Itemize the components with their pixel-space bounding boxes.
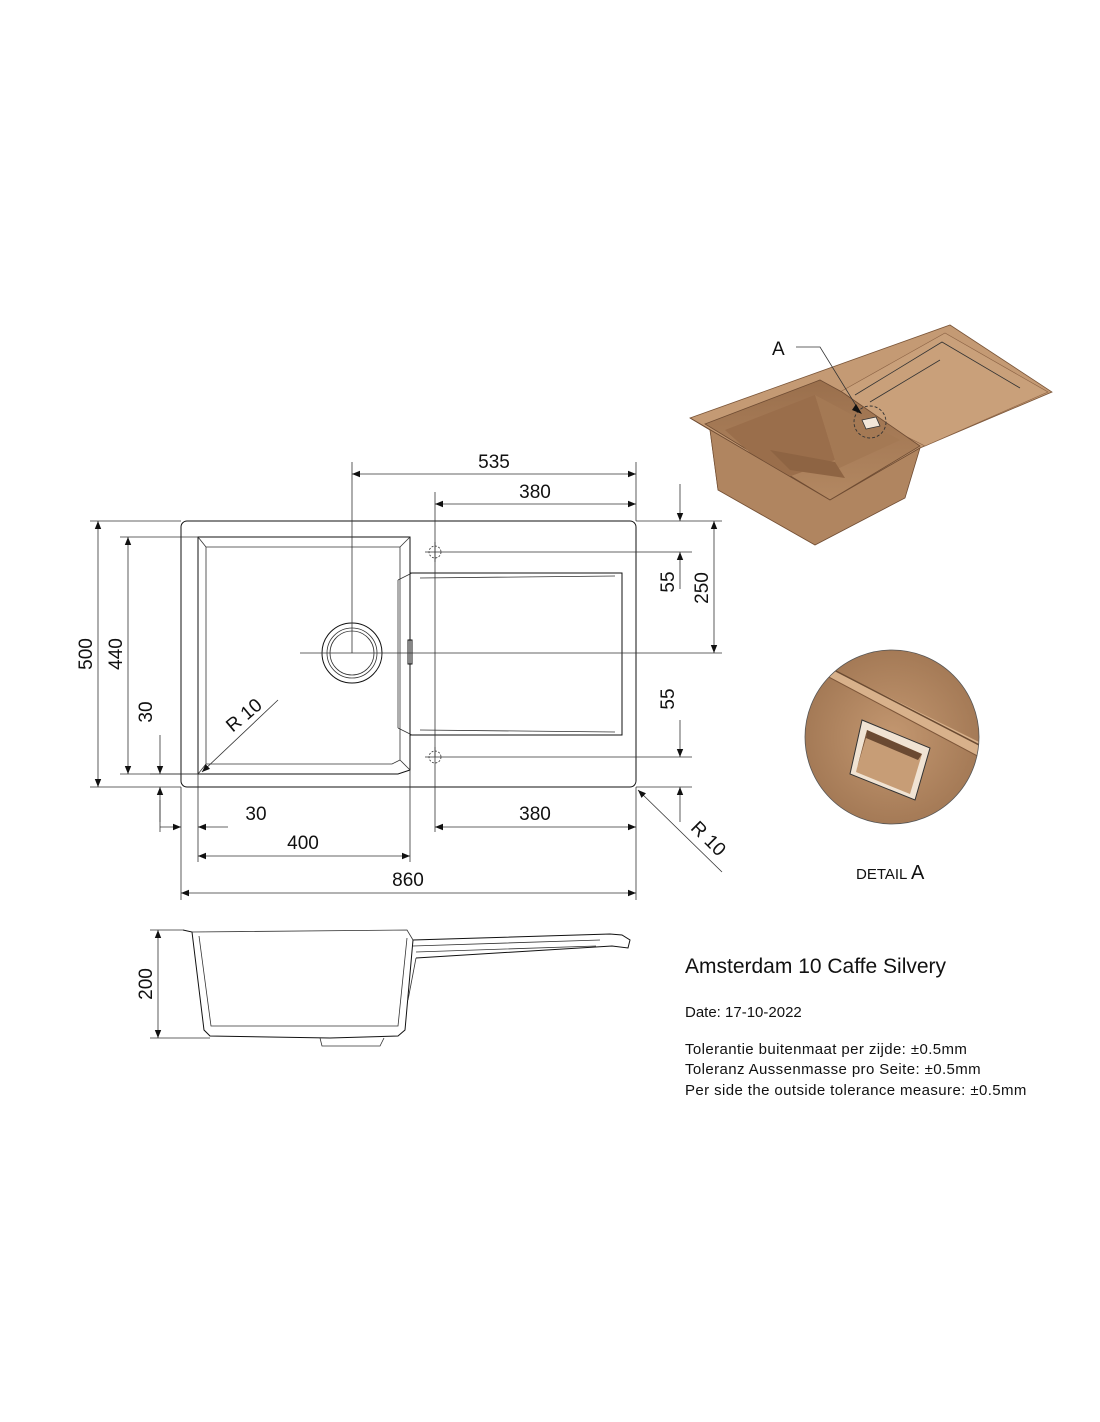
dim-55-top: 55 [658, 571, 679, 592]
drainboard-outline [410, 572, 623, 736]
dim-860: 860 [392, 870, 424, 891]
dim-440: 440 [106, 638, 127, 670]
dim-200: 200 [136, 968, 157, 1000]
detail-label-prefix: DETAIL [856, 866, 907, 883]
top-view: 535 380 55 250 55 500 440 30 R 10 30 [76, 452, 730, 900]
sink-outer-outline [180, 520, 637, 788]
product-title: Amsterdam 10 Caffe Silvery [685, 955, 947, 978]
dim-r10-outer: R 10 [686, 817, 729, 860]
dim-380-bottom: 380 [519, 804, 551, 825]
tolerance-nl: Tolerantie buitenmaat per zijde: ±0.5mm [685, 1041, 968, 1058]
dim-535: 535 [478, 452, 510, 473]
dim-500: 500 [76, 638, 97, 670]
dim-380-top: 380 [519, 482, 551, 503]
dim-r10-inner: R 10 [222, 695, 266, 737]
tolerance-de: Toleranz Aussenmasse pro Seite: ±0.5mm [685, 1061, 982, 1078]
dim-400: 400 [287, 833, 319, 854]
detail-marker: A [772, 339, 785, 360]
detail-label-letter: A [911, 862, 925, 884]
dim-30-bottom: 30 [245, 804, 266, 825]
overflow-slot [407, 639, 413, 665]
drawing-date: Date: 17-10-2022 [685, 1004, 802, 1021]
bowl-inner-outline [205, 546, 401, 765]
detail-a-label: DETAIL A [856, 862, 924, 885]
bowl-outline [197, 536, 411, 775]
dim-250: 250 [692, 572, 713, 604]
dim-30-left: 30 [136, 701, 157, 722]
tolerance-en: Per side the outside tolerance measure: … [685, 1082, 1027, 1099]
side-view: 200 [136, 929, 631, 1047]
sink-3d-render: A [689, 324, 1053, 546]
detail-a [804, 649, 980, 825]
dim-55-bottom: 55 [658, 688, 679, 709]
